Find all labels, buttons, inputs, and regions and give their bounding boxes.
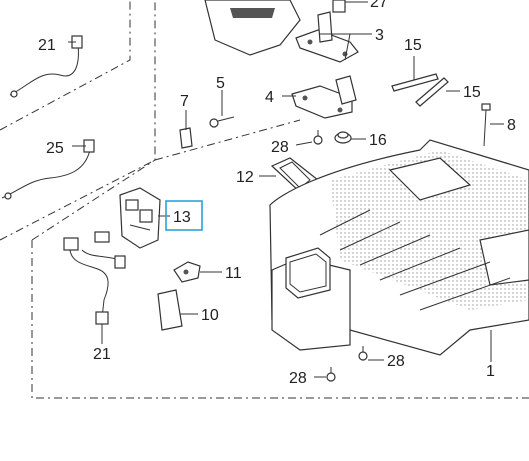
callout-labels: 21 25 27 3 15 15 5 4 7 8 28 16 12 13 11 … — [38, 0, 516, 387]
screw-28-upper — [313, 130, 323, 145]
clamp-11 — [173, 261, 201, 283]
callout-27: 27 — [370, 0, 388, 11]
bracket-4 — [291, 75, 357, 119]
screw-28-lower — [326, 367, 336, 382]
harness-16 — [63, 231, 126, 325]
callout-28-mid: 28 — [387, 353, 405, 370]
screw-28-mid — [358, 346, 368, 361]
stud-27 — [332, 0, 346, 13]
leader-lines — [68, 1, 504, 378]
main-housing — [269, 139, 529, 356]
clip-7 — [179, 127, 193, 149]
pin-15-upper — [391, 73, 439, 92]
callout-12: 12 — [236, 169, 254, 186]
bracket-3 — [295, 11, 359, 63]
housing-ribs — [319, 209, 511, 311]
callout-13-highlight — [165, 200, 203, 231]
cover-10 — [157, 289, 183, 331]
callout-15-lower: 15 — [463, 84, 481, 101]
module-13 — [119, 187, 161, 249]
sensor-wire-lower — [1, 139, 95, 200]
callout-28-lower: 28 — [289, 370, 307, 387]
top-cover — [204, 0, 301, 56]
callout-16: 21 — [93, 346, 111, 363]
callout-10: 10 — [201, 307, 219, 324]
pin-15-lower — [415, 77, 449, 107]
callout-11: 11 — [225, 265, 242, 282]
callout-4: 4 — [265, 89, 274, 106]
callout-8: 8 — [507, 117, 516, 134]
callout-3: 3 — [375, 27, 384, 44]
callout-21-lower: 25 — [46, 140, 64, 157]
callout-5: 5 — [216, 75, 225, 92]
callout-7: 7 — [180, 93, 189, 110]
callout-21-upper: 21 — [38, 37, 56, 54]
callout-25: 16 — [369, 132, 387, 149]
callout-28-upper: 28 — [271, 139, 289, 156]
bolt-5 — [209, 116, 235, 128]
callout-13: 13 — [173, 209, 191, 226]
bolt-8 — [481, 103, 491, 147]
callout-1: 1 — [486, 363, 495, 380]
assembly-boundaries — [0, 0, 529, 399]
grommet-25 — [334, 131, 352, 144]
callout-15-upper: 15 — [404, 37, 422, 54]
